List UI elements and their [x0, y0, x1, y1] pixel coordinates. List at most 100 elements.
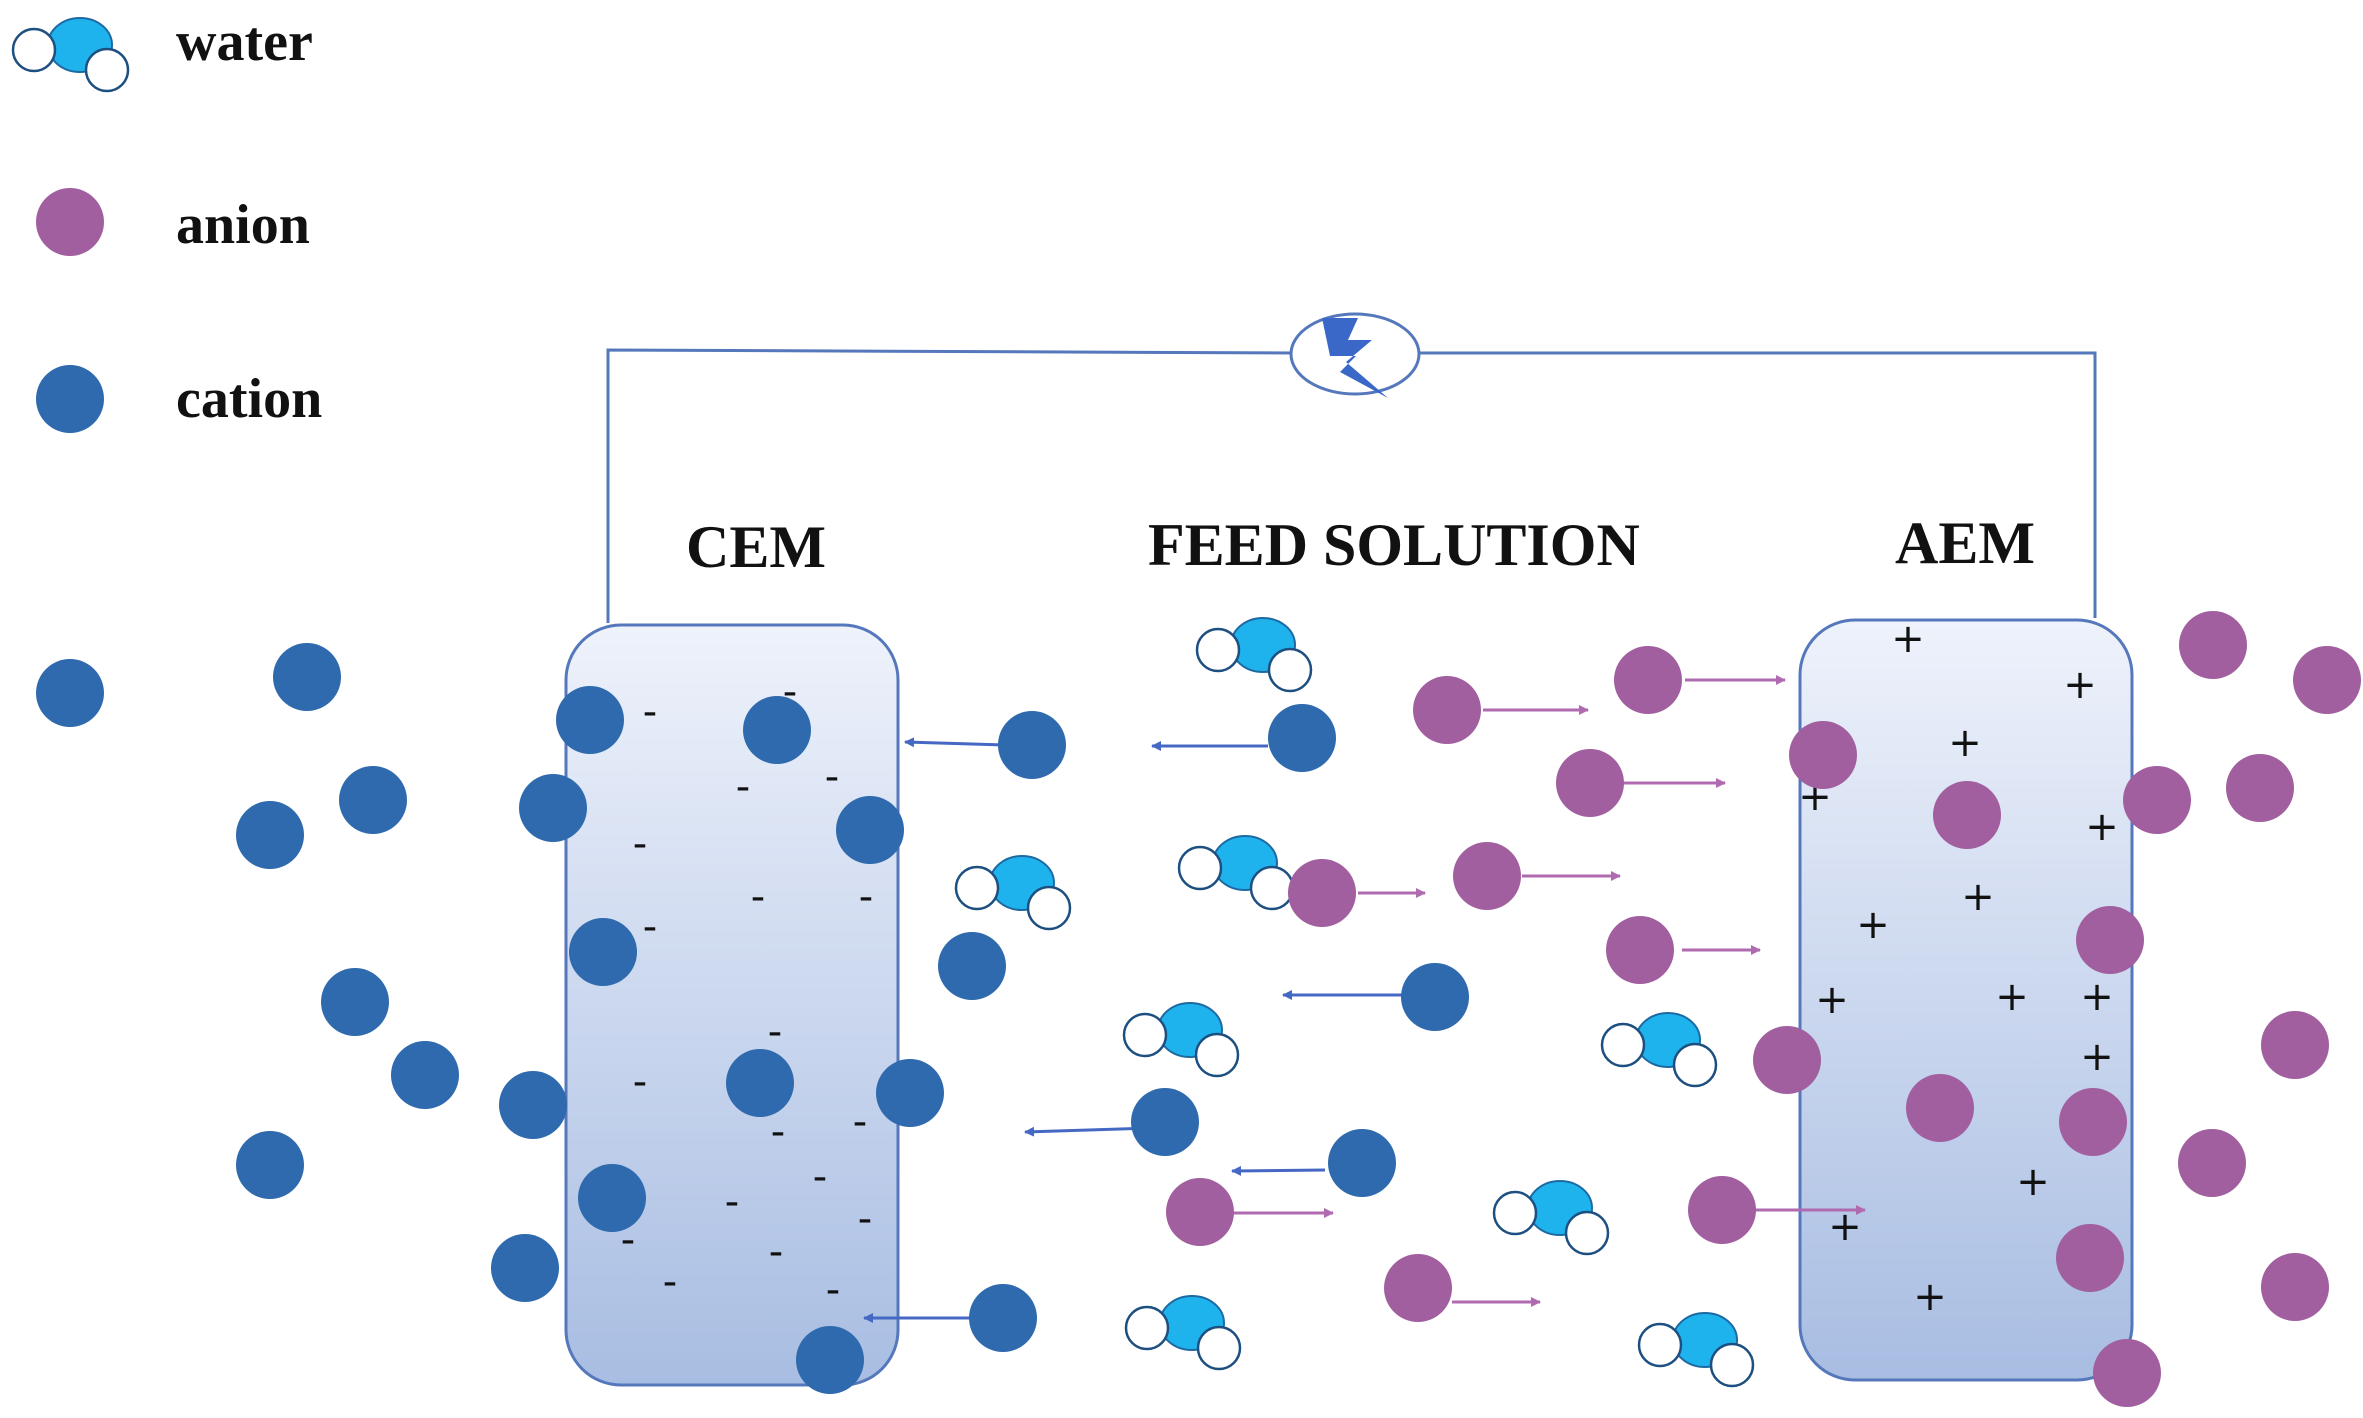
water-molecule — [954, 855, 1072, 931]
anion — [1614, 646, 1682, 714]
anion — [1413, 676, 1481, 744]
legend-water-icon — [11, 17, 130, 93]
negative-charge-sign: - — [771, 1109, 785, 1155]
cation — [726, 1049, 794, 1117]
cation-migration-arrow — [904, 737, 1006, 748]
anion — [1606, 916, 1674, 984]
anion — [2059, 1088, 2127, 1156]
water-molecule — [1177, 835, 1295, 911]
migration-arrows — [863, 675, 1866, 1323]
anion — [2123, 766, 2191, 834]
negative-charge-sign: - — [725, 1179, 739, 1225]
legend-anion-label: anion — [176, 194, 310, 256]
cation — [499, 1071, 567, 1139]
water-molecule — [1124, 1295, 1242, 1371]
cation — [236, 801, 304, 869]
legend-cation-icon — [36, 365, 104, 433]
cation — [36, 659, 104, 727]
cem-label: CEM — [686, 514, 826, 580]
water-molecule — [1600, 1012, 1718, 1088]
legend: water anion cation — [11, 11, 322, 433]
cation — [339, 766, 407, 834]
aem-membrane — [1798, 618, 2134, 1382]
cation — [569, 918, 637, 986]
negative-charge-sign: - — [858, 1196, 872, 1242]
anion — [1906, 1074, 1974, 1142]
positive-charge-sign: + — [1856, 902, 1890, 948]
cation — [876, 1059, 944, 1127]
negative-charge-sign: - — [736, 764, 750, 810]
anion — [2261, 1011, 2329, 1079]
positive-charge-sign: + — [1815, 977, 1849, 1023]
cation — [836, 796, 904, 864]
positive-charge-sign: + — [1961, 874, 1995, 920]
cation — [491, 1234, 559, 1302]
anion — [2261, 1253, 2329, 1321]
power-source — [1289, 312, 1421, 398]
cation — [938, 932, 1006, 1000]
water-molecules — [954, 617, 1755, 1388]
anion — [2293, 646, 2361, 714]
anion — [1789, 721, 1857, 789]
positive-charge-sign: + — [1891, 616, 1925, 662]
negative-charge-sign: - — [813, 1154, 827, 1200]
negative-charge-sign: - — [633, 821, 647, 867]
feed-solution-label: FEED SOLUTION — [1148, 512, 1640, 578]
positive-charge-sign: + — [1913, 1274, 1947, 1320]
cation — [969, 1284, 1037, 1352]
legend-cation-label: cation — [176, 368, 322, 430]
negative-charge-sign: - — [826, 1267, 840, 1313]
anion — [2226, 754, 2294, 822]
positive-charge-sign: + — [2016, 1159, 2050, 1205]
cation — [743, 696, 811, 764]
water-molecule — [1122, 1002, 1240, 1078]
negative-charge-sign: - — [663, 1259, 677, 1305]
cem-membrane — [564, 623, 900, 1387]
positive-charge-sign: + — [2063, 662, 2097, 708]
anion — [1688, 1176, 1756, 1244]
anion — [2093, 1339, 2161, 1407]
cation-migration-arrow — [1024, 1126, 1153, 1137]
anion — [1556, 749, 1624, 817]
circuit-wire-right — [1418, 351, 2097, 618]
cation-migration-arrow — [1231, 1165, 1326, 1176]
anion — [2178, 1129, 2246, 1197]
negative-charge-sign: - — [751, 874, 765, 920]
cation — [273, 643, 341, 711]
negative-charge-sign: - — [768, 1009, 782, 1055]
circuit-wire — [606, 348, 1293, 623]
negative-charge-sign: - — [769, 1229, 783, 1275]
positive-charge-sign: + — [2085, 804, 2119, 850]
water-molecule — [1637, 1312, 1755, 1388]
anion — [1933, 781, 2001, 849]
cation — [1328, 1129, 1396, 1197]
positive-charge-sign: + — [2080, 974, 2114, 1020]
positive-charge-sign: + — [1995, 974, 2029, 1020]
cation — [236, 1131, 304, 1199]
water-molecule — [1492, 1180, 1610, 1256]
cation — [1131, 1088, 1199, 1156]
positive-charge-sign: + — [2080, 1034, 2114, 1080]
anion — [2056, 1224, 2124, 1292]
anion — [1288, 859, 1356, 927]
cation — [1401, 963, 1469, 1031]
legend-water-label: water — [176, 11, 313, 73]
legend-anion-icon — [36, 188, 104, 256]
aem-label: AEM — [1895, 510, 2035, 576]
negative-charge-sign: - — [643, 904, 657, 950]
cations — [36, 643, 1469, 1394]
anion — [1166, 1178, 1234, 1246]
negative-charge-sign: - — [825, 754, 839, 800]
cation — [578, 1164, 646, 1232]
anion — [1753, 1026, 1821, 1094]
cation — [556, 686, 624, 754]
negative-charge-sign: - — [859, 874, 873, 920]
cation — [391, 1041, 459, 1109]
negative-charge-sign: - — [853, 1099, 867, 1145]
cation — [1268, 704, 1336, 772]
anion — [2179, 611, 2247, 679]
cation — [321, 968, 389, 1036]
negative-charge-sign: - — [643, 689, 657, 735]
lightning-bolt-icon — [1322, 318, 1388, 398]
